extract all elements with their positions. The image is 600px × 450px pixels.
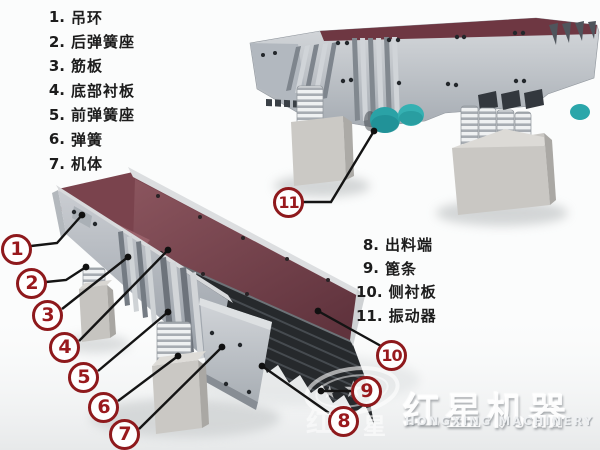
legend-item-11: 11.振动器 <box>356 306 437 326</box>
legend-item-2: 2.后弹簧座 <box>48 32 136 52</box>
legend-item-1: 1.吊环 <box>48 8 104 27</box>
vibrator-teal <box>364 104 590 133</box>
legend-item-4: 4.底部衬板 <box>48 81 136 100</box>
legend-item-6: 6.弹簧 <box>48 130 104 149</box>
callout-badge-9: 9 <box>351 376 382 407</box>
concrete-blocks-upper <box>291 116 556 215</box>
star-icon: ★ <box>322 383 337 403</box>
upper-rib-fins-left <box>286 42 337 99</box>
watermark-faint-hong: 红 <box>306 409 333 439</box>
callout-badge-7: 7 <box>109 419 140 450</box>
callout-badge-5: 5 <box>68 362 99 393</box>
side-liner-panel <box>133 179 362 342</box>
upper-machine <box>249 17 600 215</box>
callout-badge-3: 3 <box>32 300 63 331</box>
rib-fins-a <box>118 231 157 324</box>
leader-dots <box>78 127 378 395</box>
discharge-end-panel <box>199 298 272 410</box>
legend-item-5: 5.前弹簧座 <box>48 105 136 125</box>
brand-watermark-cn: 红星机器 <box>403 390 571 433</box>
parts-legend-right: 8.出料端 9.篦条 10.侧衬板 11.振动器 <box>356 233 437 327</box>
callout-badge-4: 4 <box>49 332 80 363</box>
callout-badge-1: 1 <box>1 234 32 265</box>
upper-end-fins <box>549 21 596 45</box>
callout-badge-8: 8 <box>328 406 359 437</box>
upper-rib-fins-center <box>352 37 400 123</box>
legend-item-7: 7.机体 <box>48 154 104 174</box>
upper-spring-pockets <box>478 89 544 111</box>
callout-badge-11: 11 <box>273 187 304 218</box>
brand-watermark-en: HONGXING MACHINERY <box>405 414 595 428</box>
callout-badge-2: 2 <box>16 268 47 299</box>
upper-bolts <box>261 30 527 88</box>
leader-lines <box>30 130 382 430</box>
parts-legend-left: 1.吊环 2.后弹簧座 3.筋板 4.底部衬板 5.前弹簧座 6.弹簧 7.机体 <box>42 5 135 176</box>
legend-item-9: 9.篦条 <box>362 259 418 278</box>
watermark-faint-xing: 星 <box>363 414 386 440</box>
body-bolts <box>71 209 98 227</box>
legend-item-10: 10.侧衬板 <box>356 282 437 302</box>
legend-item-8: 8.出料端 <box>362 235 434 255</box>
legend-item-3: 3.筋板 <box>48 56 104 76</box>
upper-trough-rim <box>320 18 597 41</box>
callout-badge-10: 10 <box>376 340 407 371</box>
callout-badge-6: 6 <box>88 392 119 423</box>
